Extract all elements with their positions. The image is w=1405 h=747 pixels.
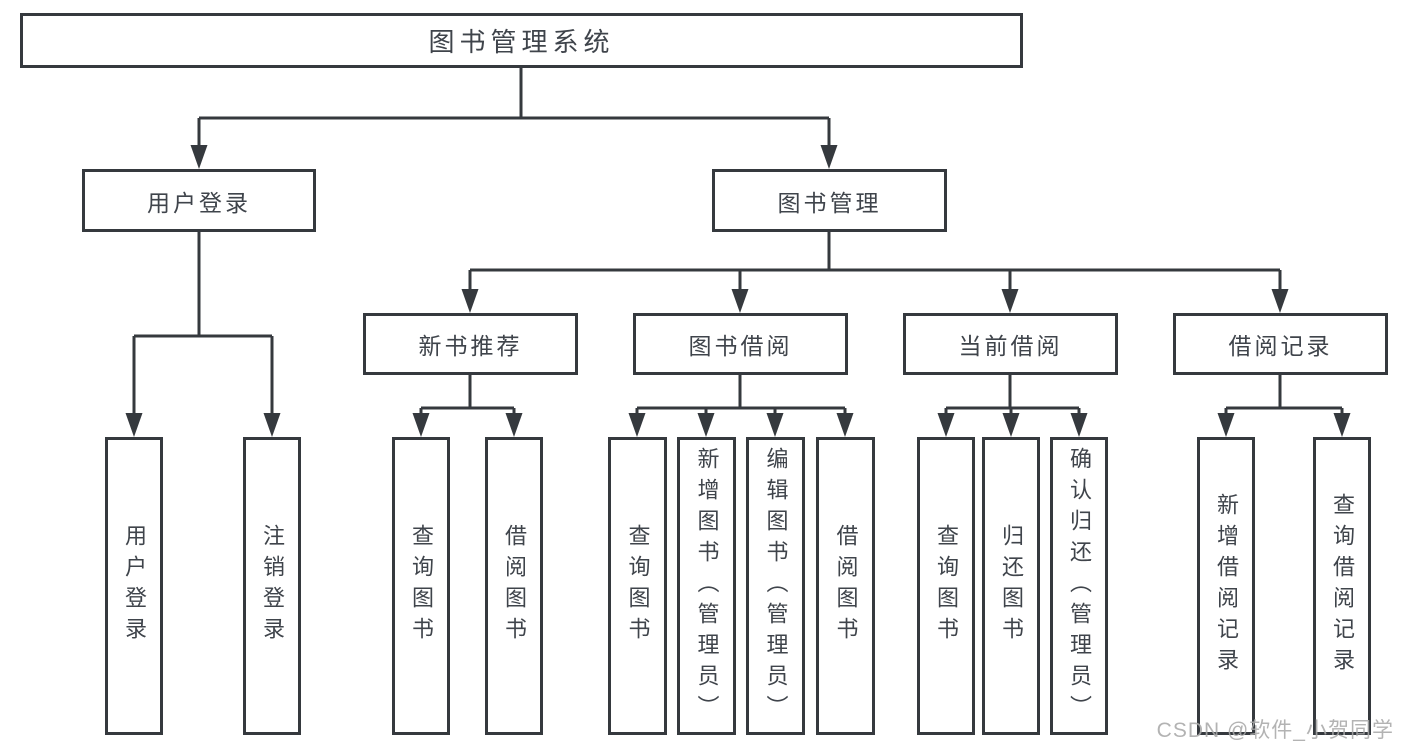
node-label: 确认归还（管理员） (1067, 446, 1092, 726)
leaf-confirm-return-admin: 确认归还（管理员） (1050, 437, 1108, 735)
leaf-query-books-recommend: 查询图书 (392, 437, 450, 735)
node-label: 图书管理 (777, 189, 882, 216)
node-book-borrowing: 图书借阅 (633, 313, 848, 375)
node-label: 借阅记录 (1228, 333, 1333, 359)
node-borrowing-records: 借阅记录 (1173, 313, 1388, 375)
leaf-return-books: 归还图书 (982, 437, 1040, 735)
node-label: 图书管理系统 (428, 27, 615, 57)
node-label: 新增借阅记录 (1214, 493, 1239, 679)
node-label: 图书借阅 (688, 333, 793, 359)
node-book-management: 图书管理 (712, 169, 947, 232)
node-label: 用户登录 (122, 524, 147, 648)
node-label: 归还图书 (999, 524, 1024, 648)
leaf-logout: 注销登录 (243, 437, 301, 735)
node-label: 新书推荐 (418, 333, 523, 359)
node-user-login: 用户登录 (82, 169, 316, 232)
node-label: 查询图书 (934, 524, 959, 648)
leaf-borrow-books-borrowing: 借阅图书 (816, 437, 875, 735)
node-library-system: 图书管理系统 (20, 13, 1023, 68)
node-label: 查询借阅记录 (1330, 493, 1355, 679)
node-new-book-recommendation: 新书推荐 (363, 313, 578, 375)
node-label: 查询图书 (409, 524, 434, 648)
node-label: 当前借阅 (958, 333, 1063, 359)
leaf-query-books-borrowing: 查询图书 (608, 437, 667, 735)
node-label: 新增图书（管理员） (694, 446, 720, 726)
leaf-add-books-admin: 新增图书（管理员） (677, 437, 736, 735)
leaf-user-login: 用户登录 (105, 437, 163, 735)
node-label: 查询图书 (625, 524, 651, 648)
node-label: 借阅图书 (502, 524, 527, 648)
node-label: 用户登录 (147, 189, 251, 216)
leaf-edit-books-admin: 编辑图书（管理员） (746, 437, 805, 735)
node-current-borrowing: 当前借阅 (903, 313, 1118, 375)
node-label: 注销登录 (260, 524, 285, 648)
leaf-borrow-books-recommend: 借阅图书 (485, 437, 543, 735)
leaf-add-borrow-record: 新增借阅记录 (1197, 437, 1255, 735)
node-label: 借阅图书 (833, 524, 859, 648)
leaf-query-books-current: 查询图书 (917, 437, 975, 735)
csdn-watermark: CSDN @软件_小贺同学 (1156, 719, 1394, 742)
node-label: 编辑图书（管理员） (763, 446, 789, 726)
leaf-query-borrow-record: 查询借阅记录 (1313, 437, 1371, 735)
